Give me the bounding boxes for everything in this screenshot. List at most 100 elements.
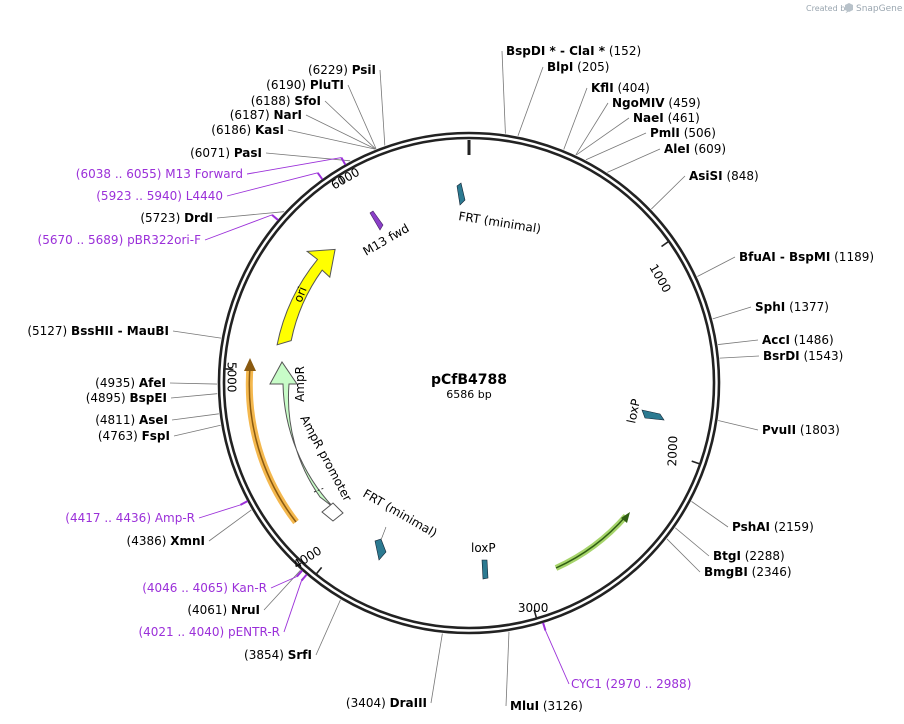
site-leader-afei [169, 382, 218, 385]
svg-text:BtgI (2288)[interactable]: BtgI (2288) [713, 549, 785, 563]
site-kfli[interactable]: KflI (404) [591, 81, 650, 95]
site-leader-pmli [585, 132, 647, 161]
site-btgi[interactable]: BtgI (2288) [713, 549, 785, 563]
svg-text:(6188) SfoI[interactable]: (6188) SfoI [251, 94, 321, 108]
svg-text:AleI (609)[interactable]: AleI (609) [664, 142, 726, 156]
site-sphi[interactable]: SphI (1377) [755, 300, 829, 314]
site-pvuii[interactable]: PvuII (1803) [762, 423, 840, 437]
primer-leader-pentr-r [283, 580, 302, 633]
site-fspi[interactable]: (4763) FspI [98, 429, 170, 443]
svg-text:PvuII (1803)[interactable]: PvuII (1803) [762, 423, 840, 437]
primer-mark-pentr-r [300, 573, 308, 582]
site-psii[interactable]: (6229) PsiI [308, 63, 376, 77]
site-position: (3126) [539, 699, 583, 713]
site-bspdi[interactable]: BspDI * - ClaI * (152) [506, 44, 641, 58]
loxp-right-label: loxP [624, 398, 643, 425]
primer-m13-forward[interactable]: (6038 .. 6055) M13 Forward [76, 167, 243, 181]
primer-kan-r[interactable]: (4046 .. 4065) Kan-R [142, 581, 267, 595]
site-mlui[interactable]: MluI (3126) [510, 699, 583, 713]
svg-text:(3404) DraIII[interactable]: (3404) DraIII [346, 696, 427, 710]
svg-text:(4811) AseI[interactable]: (4811) AseI [95, 413, 168, 427]
svg-text:AsiSI (848)[interactable]: AsiSI (848) [689, 169, 759, 183]
site-acci[interactable]: AccI (1486) [762, 333, 834, 347]
primer-amp-r[interactable]: (4417 .. 4436) Amp-R [65, 511, 195, 525]
site-bmgbi[interactable]: BmgBI (2346) [704, 565, 792, 579]
primer-leader-cyc1 [545, 630, 570, 685]
svg-text:NaeI (461)[interactable]: NaeI (461) [633, 111, 700, 125]
site-leader-kfli [563, 87, 588, 150]
site-draiii[interactable]: (3404) DraIII [346, 696, 427, 710]
svg-text:(4935) AfeI[interactable]: (4935) AfeI [95, 376, 166, 390]
site-bfuai[interactable]: BfuAI - BspMI (1189) [739, 250, 874, 264]
site-naei[interactable]: NaeI (461) [633, 111, 700, 125]
svg-text:MluI (3126)[interactable]: MluI (3126) [510, 699, 583, 713]
svg-text:BlpI (205)[interactable]: BlpI (205) [547, 60, 609, 74]
site-bsshii[interactable]: (5127) BssHII - MauBI [27, 324, 169, 338]
svg-text:(6187) NarI[interactable]: (6187) NarI [230, 108, 302, 122]
site-position: (205) [573, 60, 609, 74]
ampr-label: AmpR [293, 366, 307, 402]
site-pluti[interactable]: (6190) PluTI [266, 78, 344, 92]
svg-text:SphI (1377)[interactable]: SphI (1377) [755, 300, 829, 314]
svg-text:(4061) NruI[interactable]: (4061) NruI [187, 603, 260, 617]
site-xmni[interactable]: (4386) XmnI [127, 534, 205, 548]
site-name: PvuII [762, 423, 796, 437]
site-bspei[interactable]: (4895) BspEI [86, 391, 167, 405]
site-pmli[interactable]: PmlI (506) [650, 126, 716, 140]
svg-text:NgoMIV (459)[interactable]: NgoMIV (459) [612, 96, 701, 110]
site-nari[interactable]: (6187) NarI [230, 108, 302, 122]
svg-text:PmlI (506)[interactable]: PmlI (506) [650, 126, 716, 140]
site-pasi[interactable]: (6071) PasI [190, 146, 262, 160]
primer-l4440[interactable]: (5923 .. 5940) L4440 [96, 189, 223, 203]
svg-text:KflI (404)[interactable]: KflI (404) [591, 81, 650, 95]
site-srfi[interactable]: (3854) SrfI [244, 648, 312, 662]
svg-text:BspDI * - ClaI * (152)[interactable]: BspDI * - ClaI * (152) [506, 44, 641, 58]
site-leader-nrui [263, 570, 301, 611]
site-separator: - [776, 250, 789, 264]
primer-name: Kan-R [232, 581, 267, 595]
svg-text:AccI (1486)[interactable]: AccI (1486) [762, 333, 834, 347]
svg-text:(4763) FspI[interactable]: (4763) FspI [98, 429, 170, 443]
site-name: FspI [142, 429, 170, 443]
primer-mark-pbr322ori-f [271, 214, 279, 221]
site-position: (6071) [190, 146, 234, 160]
site-nrui[interactable]: (4061) NruI [187, 603, 260, 617]
site-bsrdi[interactable]: BsrDI (1543) [763, 349, 843, 363]
site-afei[interactable]: (4935) AfeI [95, 376, 166, 390]
primer-pbr322ori-f[interactable]: (5670 .. 5689) pBR322ori-F [38, 233, 202, 247]
svg-text:(4895) BspEI[interactable]: (4895) BspEI [86, 391, 167, 405]
site-asei[interactable]: (4811) AseI [95, 413, 168, 427]
site-drdi[interactable]: (5723) DrdI [140, 211, 213, 225]
site-position: (848) [723, 169, 759, 183]
site-blpi[interactable]: BlpI (205) [547, 60, 609, 74]
green-feature-core [555, 515, 627, 569]
svg-text:(3854) SrfI[interactable]: (3854) SrfI [244, 648, 312, 662]
primer-cyc1[interactable]: CYC1 (2970 .. 2988) [571, 677, 691, 691]
site-alei[interactable]: AleI (609) [664, 142, 726, 156]
site-asisi[interactable]: AsiSI (848) [689, 169, 759, 183]
site-sfoi[interactable]: (6188) SfoI [251, 94, 321, 108]
svg-text:(5723) DrdI[interactable]: (5723) DrdI [140, 211, 213, 225]
site-pshai[interactable]: PshAI (2159) [732, 520, 814, 534]
svg-text:(6186) KasI[interactable]: (6186) KasI [211, 123, 284, 137]
site-leader-asisi [651, 175, 686, 210]
svg-text:(5127) BssHII - MauBI[interactable]: (5127) BssHII - MauBI [27, 324, 169, 338]
primer-pentr-r[interactable]: (4021 .. 4040) pENTR-R [138, 625, 280, 639]
svg-text:BfuAI - BspMI (1189)[interactable]: BfuAI - BspMI (1189) [739, 250, 874, 264]
svg-text:PshAI (2159)[interactable]: PshAI (2159) [732, 520, 814, 534]
site-kasi[interactable]: (6186) KasI [211, 123, 284, 137]
svg-text:(6229) PsiI[interactable]: (6229) PsiI [308, 63, 376, 77]
backbone-outer [217, 131, 721, 635]
ampr-dotted-segment [313, 487, 325, 493]
site-ngomiv[interactable]: NgoMIV (459) [612, 96, 701, 110]
svg-text:(6190) PluTI[interactable]: (6190) PluTI [266, 78, 344, 92]
site-leader-mlui [505, 631, 510, 707]
svg-text:CYC1 (2970 .. 2988): CYC1 (2970 .. 2988) [571, 677, 691, 691]
svg-text:BsrDI (1543)[interactable]: BsrDI (1543) [763, 349, 843, 363]
site-position: (6186) [211, 123, 255, 137]
frt-bottom-feature [374, 538, 387, 561]
site-position: (506) [680, 126, 716, 140]
svg-text:(4386) XmnI[interactable]: (4386) XmnI [127, 534, 205, 548]
svg-text:(6071) PasI[interactable]: (6071) PasI [190, 146, 262, 160]
svg-text:BmgBI (2346)[interactable]: BmgBI (2346) [704, 565, 792, 579]
